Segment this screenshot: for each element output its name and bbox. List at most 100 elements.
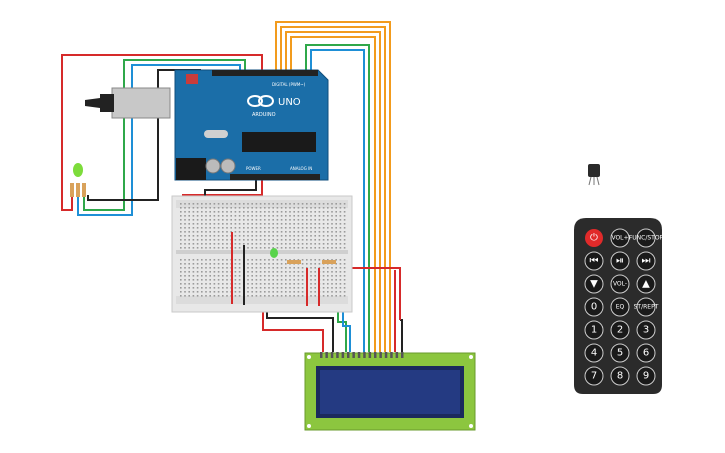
wire-red-vo <box>340 267 401 320</box>
reset-button[interactable] <box>186 74 198 84</box>
resistor-2[interactable] <box>322 260 336 264</box>
digit-1-button[interactable] <box>584 320 604 340</box>
digit-5-button[interactable] <box>610 343 630 363</box>
wires <box>61 21 403 352</box>
digital-header <box>212 70 318 76</box>
wire-blue-left <box>77 64 241 216</box>
lcd-pin <box>325 352 328 358</box>
wire-black-bb <box>400 319 403 352</box>
lcd-pin <box>363 352 366 358</box>
digit-4-button[interactable] <box>584 343 604 363</box>
bb-wire-red-2 <box>306 268 308 306</box>
lcd-16x2[interactable] <box>304 352 476 431</box>
digit-7-button[interactable] <box>584 366 604 386</box>
arduino-model-text: UNO <box>278 97 301 108</box>
lcd-pin <box>357 352 361 358</box>
st-rept-button[interactable] <box>636 297 656 317</box>
usb-connector <box>111 87 171 119</box>
digit-1-label: 1 <box>591 325 597 336</box>
atmega-chip <box>242 132 316 152</box>
wire-black-power <box>204 176 257 200</box>
prev-icon: ⏮ <box>590 256 599 267</box>
power-label: POWER <box>246 166 261 171</box>
lcd-pin <box>347 352 350 358</box>
resistor-1[interactable] <box>287 260 301 264</box>
lcd-pins <box>320 352 404 358</box>
wire-orange-1 <box>275 21 391 352</box>
digital-label: DIGITAL (PWM~) <box>272 82 306 87</box>
digit-6-label: 6 <box>643 348 649 359</box>
wire-orange-3 <box>285 31 381 352</box>
zero-button[interactable] <box>584 297 604 317</box>
bb-wire-red-1 <box>231 232 233 304</box>
power-icon: ⏻ <box>590 233 598 244</box>
lcd-pin <box>401 352 404 358</box>
digit-2-label: 2 <box>617 325 623 336</box>
digit-buttons[interactable]: 1 2 3 4 5 6 7 8 9 <box>584 320 656 386</box>
lcd-pin <box>320 352 323 358</box>
up-button[interactable] <box>636 274 656 294</box>
bb-wire-black-1 <box>243 245 245 305</box>
lcd-screen <box>320 370 460 414</box>
lcd-pin <box>368 352 372 358</box>
next-button[interactable] <box>636 251 656 271</box>
capacitor-1 <box>205 158 221 174</box>
digit-5-label: 5 <box>617 348 623 359</box>
wire-blue-lcd <box>342 300 351 352</box>
power-button[interactable] <box>585 229 603 247</box>
digit-8-label: 8 <box>617 371 623 382</box>
analog-label: ANALOG IN <box>290 166 312 171</box>
arduino-uno-board[interactable]: ARDUINO UNO DIGITAL (PWM~) POWER ANALOG … <box>85 69 329 181</box>
digit-9-button[interactable] <box>636 366 656 386</box>
crystal <box>204 130 228 138</box>
vol-up-button[interactable] <box>610 228 630 248</box>
digit-3-label: 3 <box>643 325 649 336</box>
breadboard[interactable] <box>171 195 353 313</box>
rgb-led-cluster[interactable] <box>70 163 86 197</box>
lcd-pin <box>379 352 382 358</box>
digit-6-button[interactable] <box>636 343 656 363</box>
wire-red-lcd <box>262 300 324 352</box>
zero-label: 0 <box>591 302 597 313</box>
arduino-logo-icon <box>247 95 274 107</box>
wire-green-top <box>305 44 370 352</box>
play-pause-icon: ⏯ <box>616 256 624 267</box>
digit-9-label: 9 <box>643 371 649 382</box>
wire-orange-4 <box>290 36 376 352</box>
down-button[interactable] <box>584 274 604 294</box>
capacitor-2 <box>220 158 236 174</box>
prev-button[interactable] <box>584 251 604 271</box>
lcd-pin <box>330 352 334 358</box>
digit-3-button[interactable] <box>636 320 656 340</box>
ir-receiver[interactable] <box>588 164 600 186</box>
digit-8-button[interactable] <box>610 366 630 386</box>
ir-remote[interactable]: ⏻ VOL+ FUNC/STOP ⏮ ⏯ ⏭ ▼ VOL- ▲ 0 EQ ST/… <box>574 218 664 394</box>
play-pause-button[interactable] <box>610 251 630 271</box>
vol-down-button[interactable] <box>610 274 630 294</box>
power-header <box>230 174 320 180</box>
led-green-left[interactable] <box>73 163 83 177</box>
lcd-pin <box>374 352 377 358</box>
func-stop-button[interactable] <box>636 228 656 248</box>
vol-up-label: VOL+ <box>611 235 628 242</box>
breadboard-holes <box>180 203 346 297</box>
wire-green-left <box>83 59 246 211</box>
led-green-bb[interactable] <box>270 248 278 258</box>
lcd-pin <box>352 352 355 358</box>
digit-4-label: 4 <box>591 348 597 359</box>
vol-down-label: VOL- <box>613 281 627 288</box>
down-icon: ▼ <box>590 279 598 290</box>
eq-label: EQ <box>616 304 625 311</box>
wire-orange-2 <box>280 26 386 352</box>
next-icon: ⏭ <box>642 256 651 267</box>
digit-2-button[interactable] <box>610 320 630 340</box>
digit-7-label: 7 <box>591 371 597 382</box>
eq-button[interactable] <box>610 297 630 317</box>
lcd-pin <box>384 352 388 358</box>
lcd-pin <box>336 352 339 358</box>
wire-blue-top <box>310 49 365 352</box>
bb-wire-red-3 <box>318 268 320 306</box>
func-stop-label: FUNC/STOP <box>629 235 664 242</box>
st-rept-label: ST/REPT <box>634 304 659 311</box>
